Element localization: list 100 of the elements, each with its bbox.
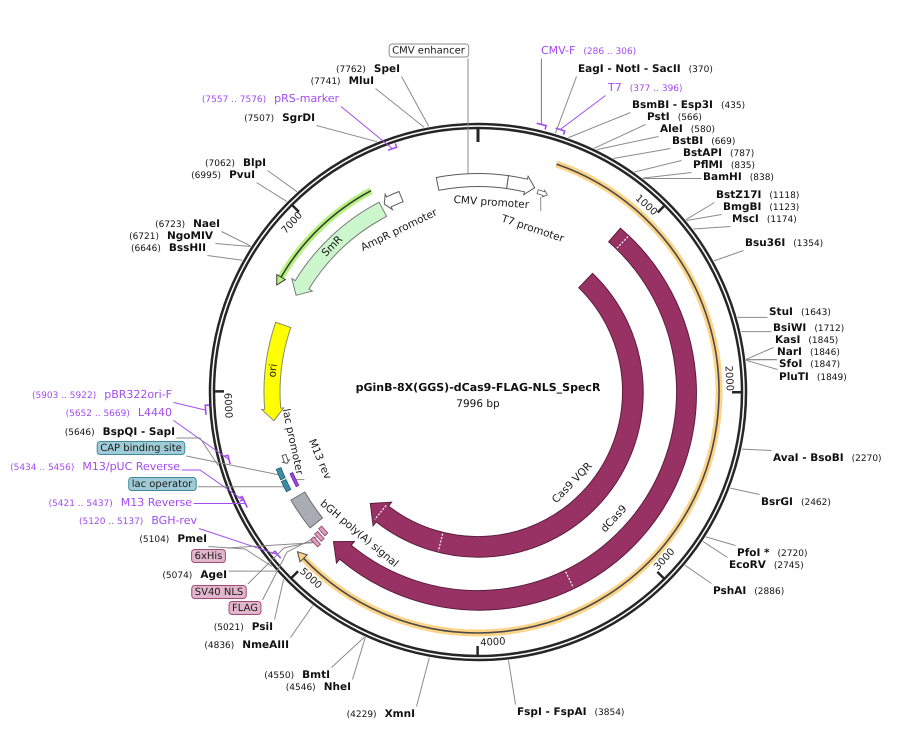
leader-line [540,58,542,125]
restriction-site-label: (5021) PsiI [214,621,273,633]
restriction-site-label: (5104) PmeI [139,533,207,545]
feature-tag: CMV enhancer [388,44,470,58]
restriction-site-label: BamHI (838) [703,171,774,183]
feature-mark [314,531,324,542]
leader-line [221,231,252,247]
restriction-site-label: FspI - FspAI (3854) [517,706,624,718]
sequence-length: 7996 bp [456,398,500,410]
primer-label: (5120 .. 5137) BGH-rev [79,514,197,527]
restriction-site-label: BstAPI (787) [683,147,754,159]
primer-label: (5421 .. 5437) M13 Reverse [48,496,192,509]
restriction-site-label: PstI (566) [647,111,702,123]
restriction-site-label: BstBI (669) [672,135,736,147]
leader-line [416,657,430,707]
leader-line [692,226,731,230]
restriction-site-label: BstZ17I (1118) [716,189,800,201]
leader-line [746,360,778,370]
primer-label: (5903 .. 5922) pBR322ori-F [32,388,172,401]
restriction-site-label: NarI (1846) [777,346,840,358]
feature-tag: lac operator [128,477,197,491]
leader-line [746,347,774,360]
leader-line [705,536,736,546]
leader-line [375,88,425,128]
restriction-site-label: SfoI (1847) [779,358,840,370]
leader-line [540,196,542,212]
restriction-site-label: PflMI (835) [693,159,756,171]
leader-line [181,470,244,502]
leader-line [186,456,279,476]
restriction-site-label: (7762) SpeI [336,63,400,75]
restriction-site-label: (4546) NheI [286,681,351,693]
restriction-site-label: AleI (580) [660,123,715,135]
leader-line [208,546,272,567]
feature-tag: SV40 NLS [191,585,247,599]
leader-line [226,542,316,548]
leader-line [702,540,728,558]
restriction-site-label: (4836) NmeAIII [204,639,289,651]
leader-line [316,125,378,142]
leader-line [274,578,284,620]
restriction-site-label: EagI - NotI - SacII (370) [578,63,713,75]
restriction-site-label: (4550) BmtI [264,669,330,681]
restriction-site-label: (7507) SgrDI [244,112,315,124]
leader-line [173,420,230,460]
leader-line [193,503,246,504]
leader-line [741,448,772,451]
leader-line [642,178,702,179]
leader-line [596,136,659,150]
leader-line [613,148,671,159]
leader-line [197,486,284,488]
leader-line [740,331,772,332]
feature-mark [276,467,286,480]
leader-line [684,564,712,584]
leader-line [198,528,278,556]
leader-line [685,202,715,220]
restriction-site-label: PfoI * (2720) [737,547,808,559]
feature-label: M13 rev [306,437,334,482]
leader-line [508,660,516,705]
feature-tag: CAP binding site [96,441,186,455]
feature-tag: FLAG [228,601,262,615]
primer-label: (5652 .. 5669) L4440 [66,406,172,419]
restriction-site-label: (7741) MluI [310,75,374,87]
restriction-site-label: (6646) BssHII [130,242,206,254]
restriction-site-label: BsiWI (1712) [773,322,844,334]
leader-line [331,636,365,668]
scale-label: 4000 [480,636,506,649]
feature-segment [436,173,509,191]
feature-arc: CMV promoter [453,175,536,212]
primer-label: (7557 .. 7576) pRS-marker [202,92,339,105]
leader-line [228,570,276,572]
primer-label: CMV-F (286 .. 306) [541,44,636,57]
restriction-site-label: PshAI (2886) [713,585,784,597]
scale-label: 2000 [722,365,735,392]
feature-mark [318,526,328,536]
primer-label: T7 (377 .. 396) [608,81,683,94]
leader-line [594,124,646,149]
leader-line [560,95,606,130]
restriction-site-label: BsrGI (2462) [761,496,831,508]
restriction-site-label: (6723) NaeI [155,218,220,230]
leader-line [642,172,692,179]
restriction-site-label: BsmBI - Esp3I (435) [632,99,746,111]
restriction-site-label: PluTI (1849) [779,371,847,383]
leader-line [340,106,393,150]
leader-line [207,255,243,261]
restriction-site-label: (5646) BspQI - SapI [64,426,175,438]
leader-line [267,170,298,192]
restriction-site-label: MscI (1174) [732,213,797,225]
leader-line [173,402,206,411]
leader-line [714,250,744,262]
restriction-site-label: KasI (1845) [775,334,838,346]
restriction-site-label: AvaI - BsoBI (2270) [773,452,882,464]
leader-line [401,76,430,127]
leader-line [214,243,251,247]
restriction-site-label: (5074) AgeI [162,569,227,581]
restriction-site-label: (6721) NgoMIV [129,230,213,242]
leader-line [554,76,577,134]
restriction-site-label: (4229) XmnI [346,708,415,720]
scale-label: 6000 [221,392,234,419]
leader-line [730,488,760,495]
feature-mark [310,536,321,548]
leader-line [686,214,722,221]
